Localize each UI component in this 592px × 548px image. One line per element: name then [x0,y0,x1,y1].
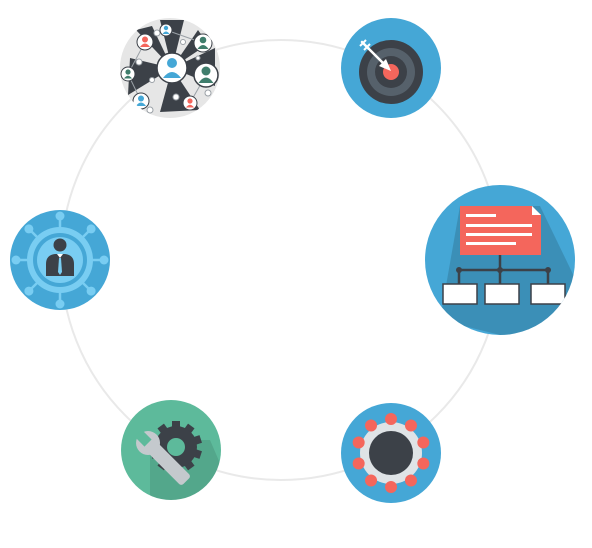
wrench-gear-icon [121,400,221,500]
org-chart-icon [425,185,575,335]
spoke-dot [86,224,96,234]
process-ring-icon [341,403,441,503]
target-icon [341,18,441,118]
process-dot [385,413,397,425]
process-dot [352,457,365,470]
process-dot [365,419,378,432]
user-hub-icon [10,210,110,310]
process-dot [365,474,378,487]
process-dot [385,481,397,493]
spoke-dot [24,224,34,234]
process-dot [417,457,430,470]
people-network-icon [120,18,220,118]
spoke-dot [55,299,65,309]
process-dot [352,436,365,449]
process-dot [417,436,430,449]
process-dot [404,474,417,487]
spoke-dot [11,255,21,265]
spoke-dot [86,286,96,296]
spoke-dot [24,286,34,296]
process-dots [352,413,430,493]
process-dot [404,419,417,432]
spoke-dot [55,211,65,221]
spoke-dot [99,255,109,265]
